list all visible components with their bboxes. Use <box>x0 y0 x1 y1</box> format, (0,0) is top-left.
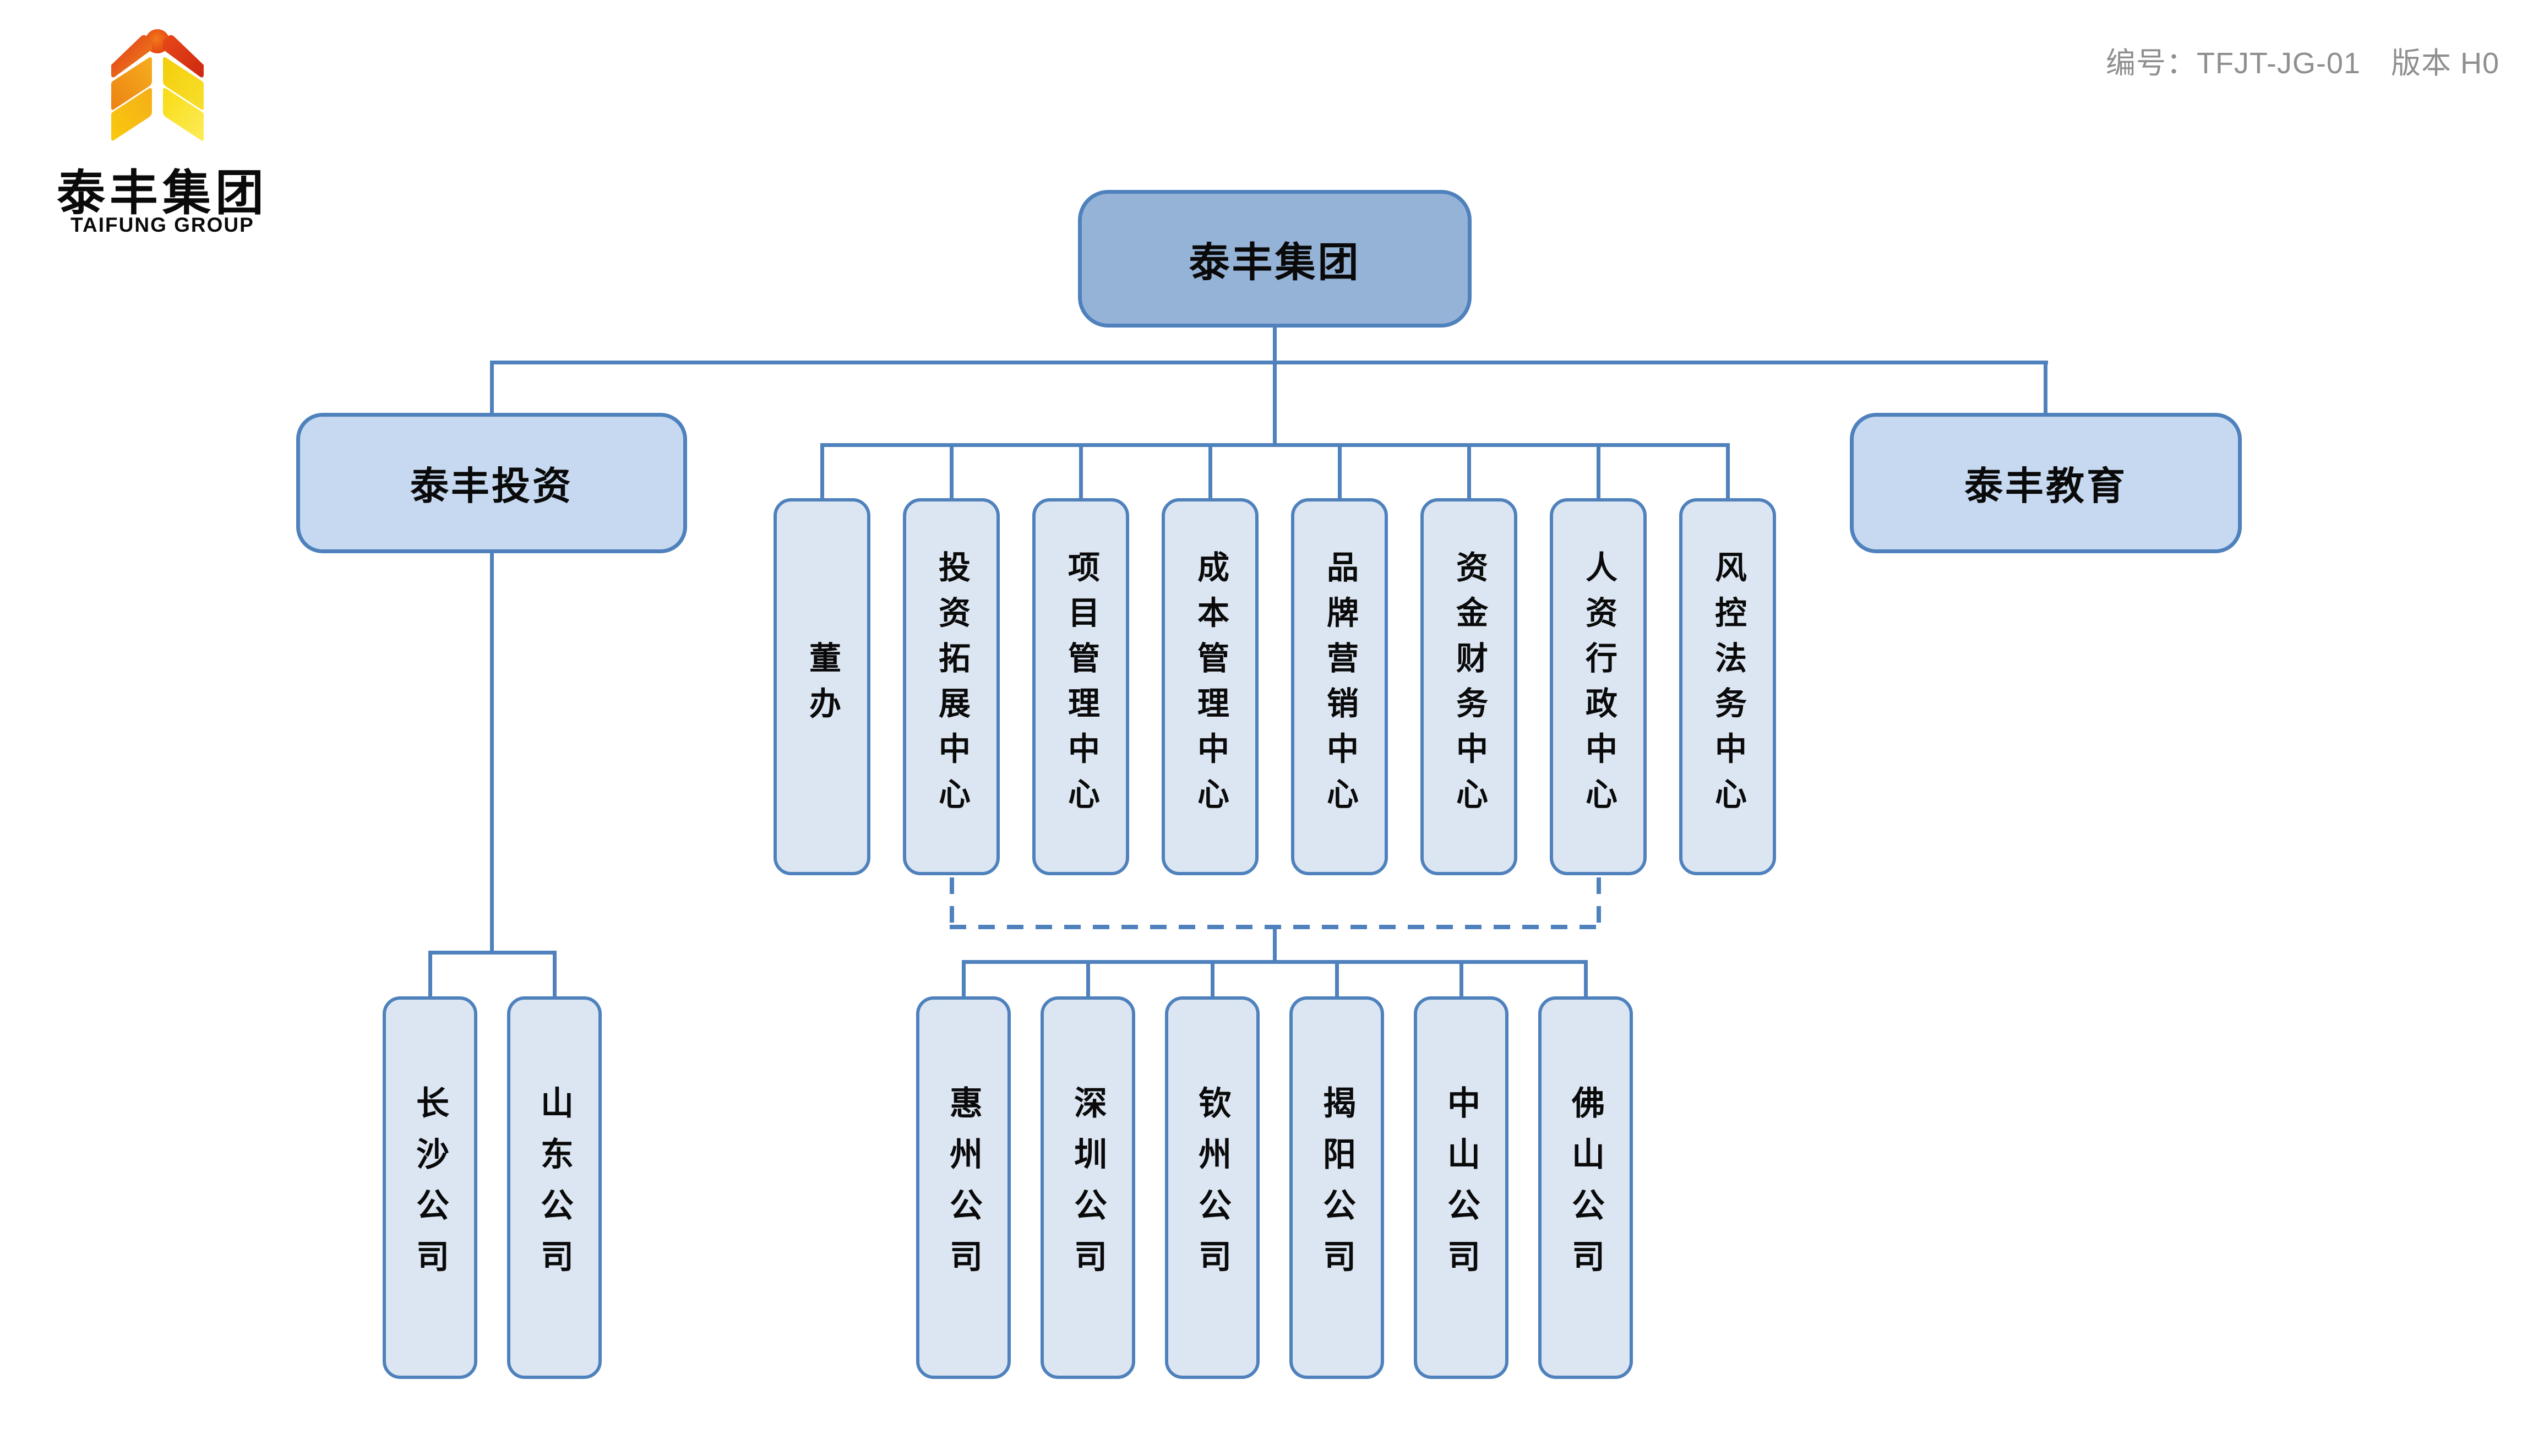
connector-subsidiary-stub <box>1335 960 1339 997</box>
dept-box-label: 项目管理中心 <box>1063 550 1099 823</box>
dashed-connector-right <box>1597 877 1601 928</box>
connector-dept-stub <box>1079 443 1083 499</box>
subsidiary-label: 钦州公司 <box>1194 1085 1231 1290</box>
invest-subsidiary-label: 长沙公司 <box>411 1085 449 1290</box>
branch-box-education: 泰丰教育 <box>1850 413 2242 553</box>
root-box: 泰丰集团 <box>1078 190 1472 328</box>
connector-invest-sub-stub <box>428 951 432 998</box>
connector-dept-stub <box>1208 443 1212 499</box>
dept-box: 董办 <box>774 498 870 875</box>
dept-box: 品牌营销中心 <box>1291 498 1388 875</box>
connector-subsidiary-rail <box>962 960 1588 964</box>
subsidiary-box: 中山公司 <box>1414 996 1508 1379</box>
subsidiary-box: 佛山公司 <box>1538 996 1633 1379</box>
branch-box-investment: 泰丰投资 <box>296 413 687 553</box>
connector-subsidiary-stub <box>1211 960 1214 997</box>
connector-subsidiary-feed <box>1273 927 1277 962</box>
dept-box-label: 资金财务中心 <box>1451 550 1487 823</box>
logo-company-name-en: TAIFUNG GROUP <box>70 214 254 236</box>
subsidiary-label: 佛山公司 <box>1567 1085 1604 1290</box>
subsidiary-label: 揭阳公司 <box>1318 1085 1355 1290</box>
connector-dept-stub <box>1467 443 1471 499</box>
dept-box: 资金财务中心 <box>1420 498 1517 875</box>
connector-investment-feed <box>490 553 494 953</box>
branch-box-label: 泰丰教育 <box>1964 465 2127 508</box>
connector-subsidiary-stub <box>1459 960 1463 997</box>
invest-subsidiary-label: 山东公司 <box>536 1085 573 1290</box>
connector-subsidiary-stub <box>1086 960 1090 997</box>
invest-subsidiary-box: 长沙公司 <box>383 996 477 1379</box>
dept-box-label: 董办 <box>804 641 840 732</box>
logo-company-name-cn: 泰丰集团 <box>56 166 268 220</box>
connector-center-drop <box>1273 361 1277 445</box>
dept-box-label: 品牌营销中心 <box>1322 550 1358 823</box>
connector-dept-stub <box>950 443 954 499</box>
subsidiary-label: 中山公司 <box>1442 1085 1480 1290</box>
subsidiary-box: 惠州公司 <box>916 996 1011 1379</box>
invest-subsidiary-box: 山东公司 <box>507 996 602 1379</box>
dept-box: 成本管理中心 <box>1162 498 1259 875</box>
dept-box-label: 投资拓展中心 <box>934 550 970 823</box>
dept-box-label: 风控法务中心 <box>1710 550 1746 823</box>
wheat-sheaf-icon <box>111 29 204 141</box>
dept-box: 投资拓展中心 <box>903 498 1000 875</box>
dept-box: 人资行政中心 <box>1550 498 1647 875</box>
document-code-label: 编号：TFJT-JG-01 版本 H0 <box>2105 47 2499 80</box>
connector-invest-split-rail <box>428 951 557 955</box>
subsidiary-label: 深圳公司 <box>1069 1085 1107 1290</box>
connector-level1-rail <box>490 361 2048 364</box>
dept-box-label: 人资行政中心 <box>1581 550 1616 823</box>
dept-box-label: 成本管理中心 <box>1192 550 1228 823</box>
subsidiary-box: 深圳公司 <box>1041 996 1135 1379</box>
connector-dept-stub <box>1338 443 1342 499</box>
connector-dept-stub <box>820 443 824 499</box>
dept-box: 项目管理中心 <box>1032 498 1129 875</box>
connector-subsidiary-stub <box>962 960 966 997</box>
connector-dept-stub <box>1597 443 1600 499</box>
connector-drop-education <box>2044 361 2047 416</box>
connector-dept-stub <box>1726 443 1730 499</box>
subsidiary-box: 钦州公司 <box>1165 996 1260 1379</box>
connector-drop-investment <box>490 361 494 416</box>
dept-box: 风控法务中心 <box>1679 498 1776 875</box>
connector-invest-sub-stub <box>553 951 557 998</box>
subsidiary-box: 揭阳公司 <box>1289 996 1384 1379</box>
subsidiary-label: 惠州公司 <box>945 1085 982 1290</box>
connector-dept-rail <box>820 443 1730 447</box>
root-box-label: 泰丰集团 <box>1189 239 1361 285</box>
connector-subsidiary-stub <box>1584 960 1588 997</box>
dashed-connector-left <box>950 877 954 928</box>
connector-root-stub <box>1273 326 1277 363</box>
branch-box-label: 泰丰投资 <box>410 465 573 508</box>
